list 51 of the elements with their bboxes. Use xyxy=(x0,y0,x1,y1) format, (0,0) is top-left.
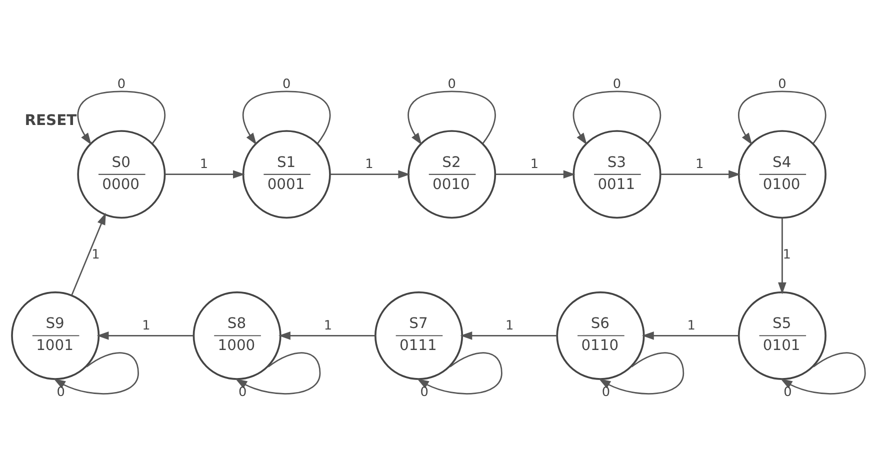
edge-label: 0 xyxy=(420,384,428,400)
edge-label: 1 xyxy=(506,318,514,333)
edge-label: 0 xyxy=(612,76,622,92)
arrow xyxy=(77,90,166,144)
arrow xyxy=(54,352,139,394)
edge-label: 0 xyxy=(784,384,792,400)
edge-label: 1 xyxy=(782,246,791,262)
arrow xyxy=(738,90,826,144)
node-circle: S7 0111 xyxy=(374,290,464,380)
edge-label: 1 xyxy=(324,318,332,333)
arrow xyxy=(598,352,684,394)
arrow xyxy=(660,170,741,178)
edge-label: 0 xyxy=(238,384,247,400)
node-label: RESET xyxy=(24,112,77,129)
edge-label: 1 xyxy=(530,156,538,172)
arrow xyxy=(330,170,410,178)
node-circle: S3 0011 xyxy=(572,130,662,218)
edge-label: 1 xyxy=(200,156,208,172)
edge-label: 0 xyxy=(448,76,456,92)
edge-label: 0 xyxy=(602,384,610,400)
edge-label: 1 xyxy=(142,318,150,333)
edge-label: 1 xyxy=(687,318,696,333)
arrow xyxy=(235,352,321,394)
edge-label: 0 xyxy=(282,76,291,92)
edge-label: 0 xyxy=(778,76,786,92)
node-circle: S2 0010 xyxy=(408,130,496,218)
node-circle: S0 0000 xyxy=(77,130,166,218)
arrow xyxy=(278,331,376,340)
arrow xyxy=(242,90,331,144)
arrow xyxy=(165,170,245,178)
node-circle: S8 1000 xyxy=(192,290,282,380)
edge-label: 0 xyxy=(56,384,65,400)
node-circle: S5 0101 xyxy=(738,290,826,380)
arrow xyxy=(780,352,866,394)
arrow xyxy=(96,331,194,340)
arrow xyxy=(417,352,502,394)
arrow xyxy=(408,90,496,144)
arrow xyxy=(460,331,557,340)
edge-label: 1 xyxy=(365,156,374,172)
arrow xyxy=(496,170,576,178)
node-circle: S4 0100 xyxy=(738,130,826,218)
edge-label: 1 xyxy=(696,156,704,172)
arrow xyxy=(778,218,786,294)
arrow xyxy=(572,90,661,144)
arrow xyxy=(642,331,739,340)
arrow xyxy=(71,212,106,295)
node-circle: S9 1001 xyxy=(11,290,100,380)
node-circle: S1 0001 xyxy=(242,130,331,218)
edge-label: 1 xyxy=(92,246,100,262)
node-circle: S6 0110 xyxy=(556,290,645,380)
edge-label: 0 xyxy=(117,76,126,92)
